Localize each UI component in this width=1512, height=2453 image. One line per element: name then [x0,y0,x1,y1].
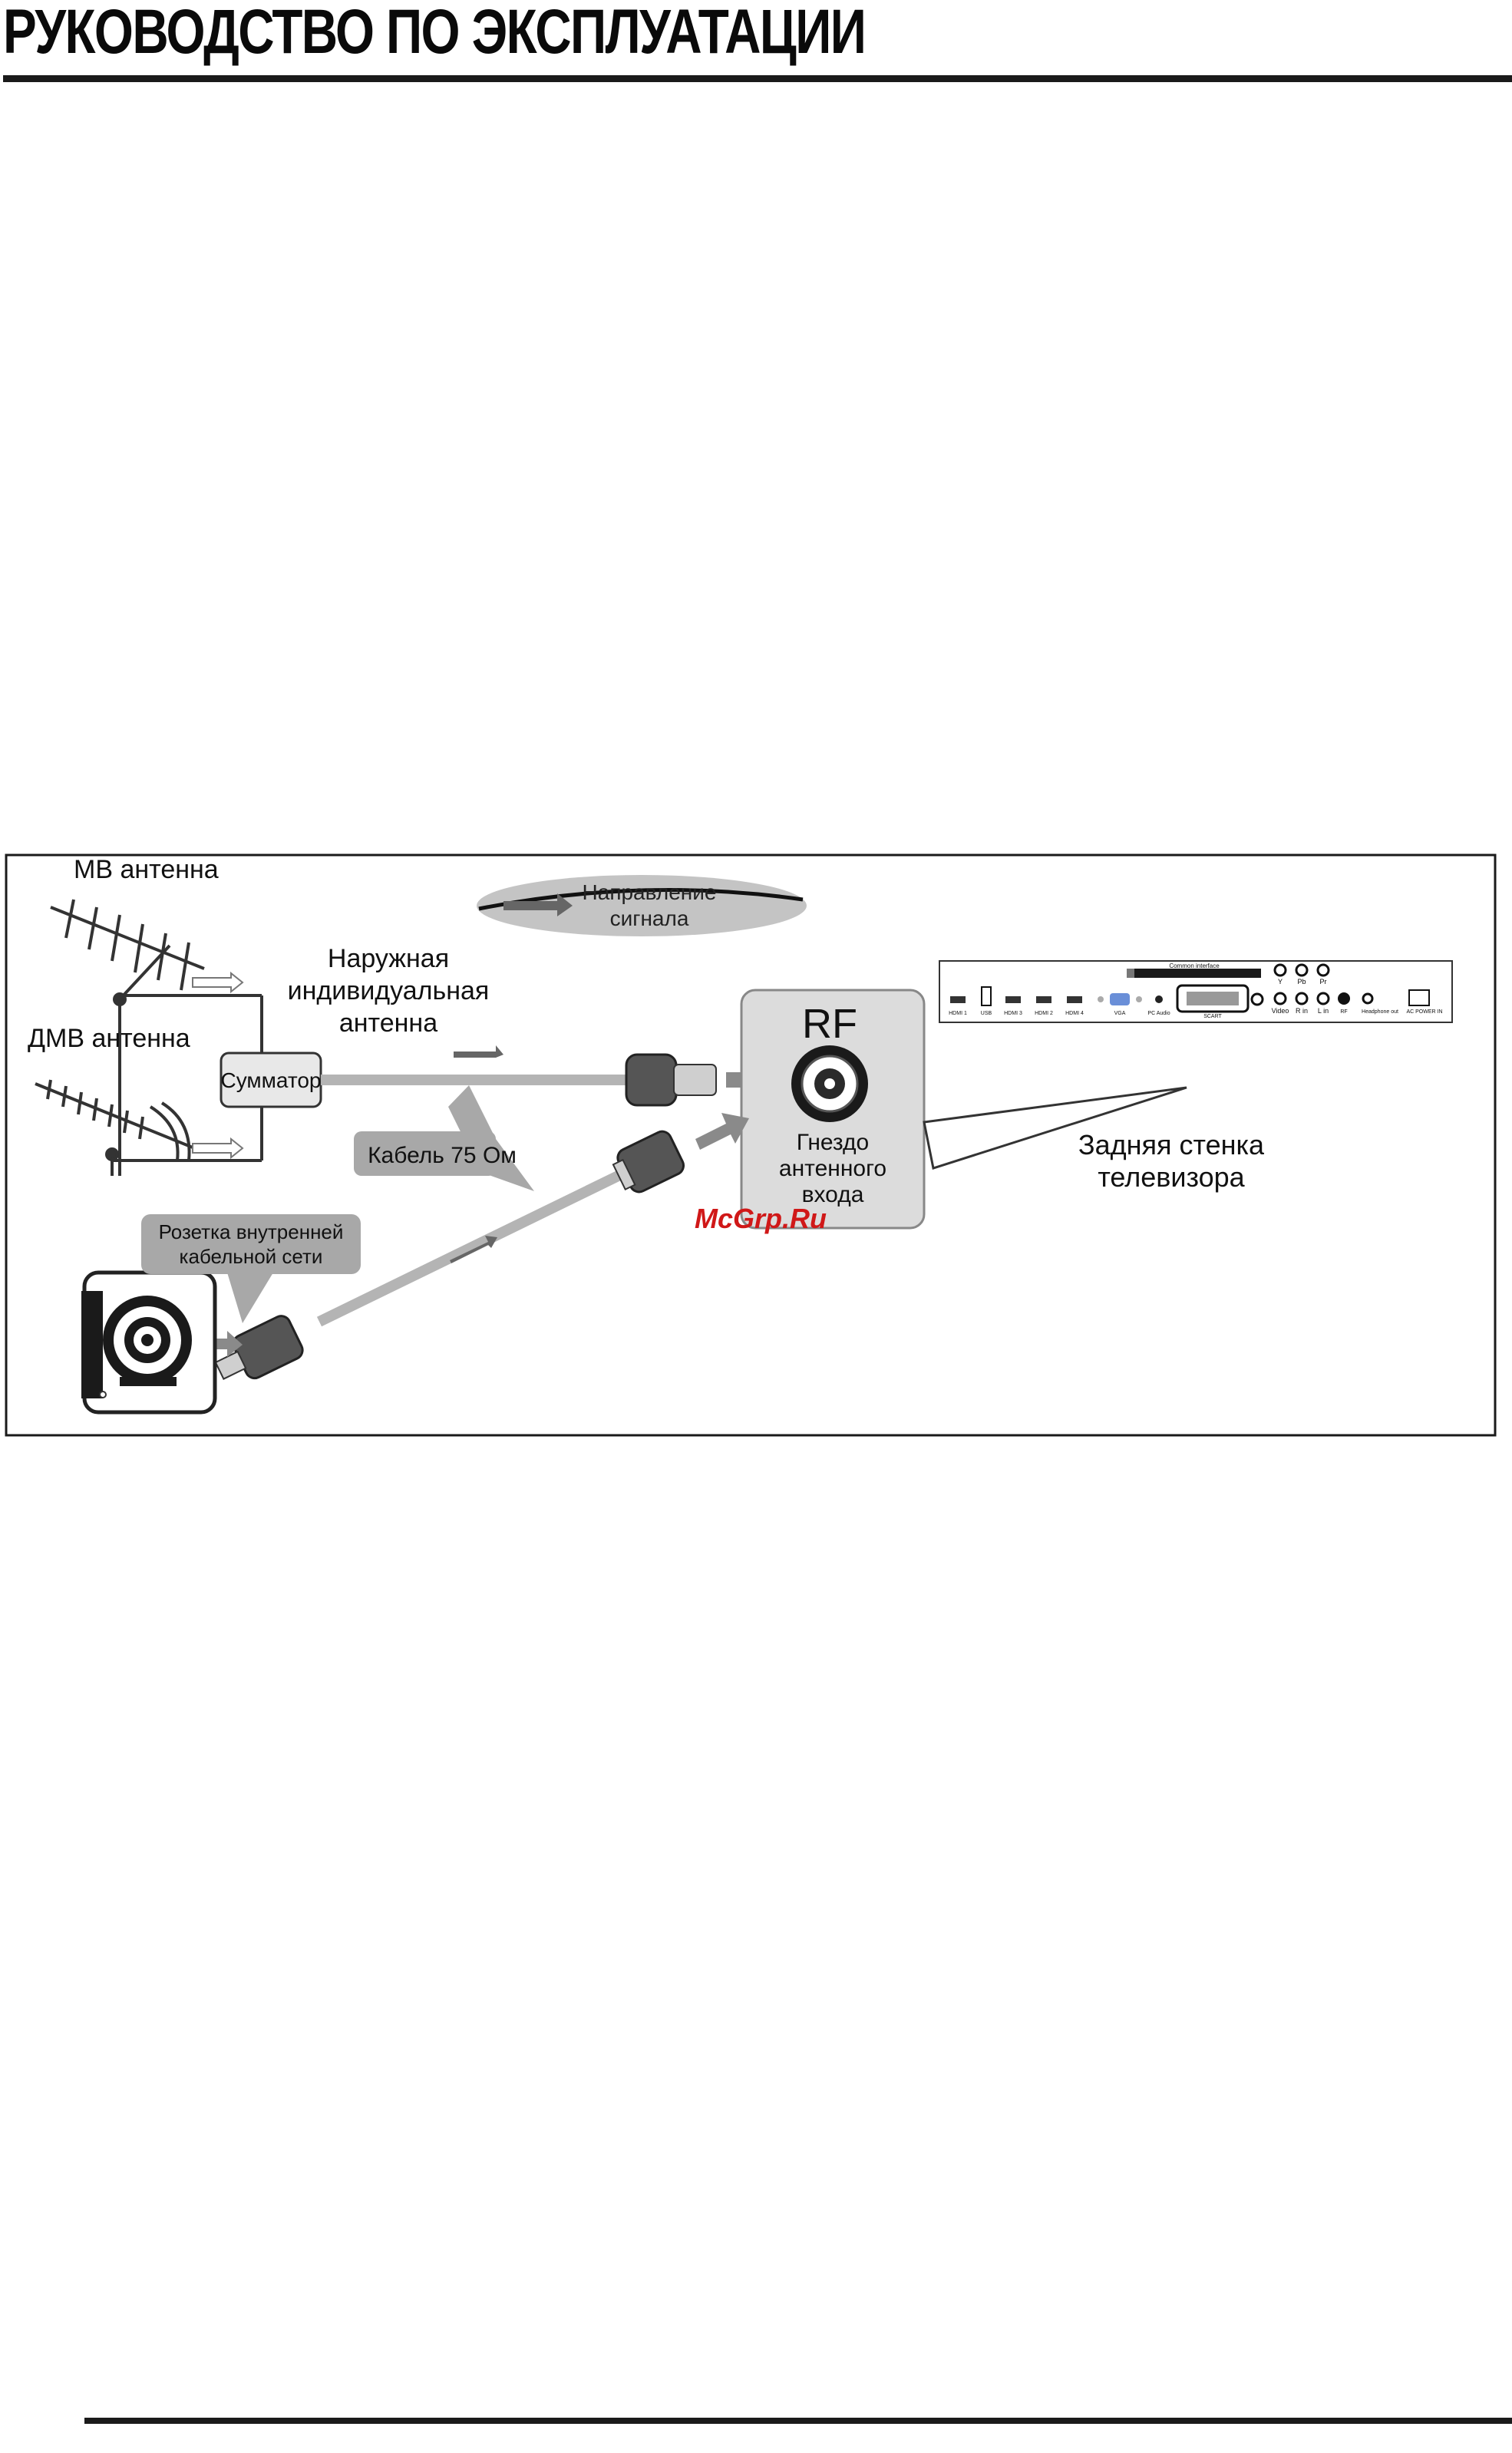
signal-direction-line2: сигнала [610,906,689,930]
port-headphone-label: Headphone out [1362,1009,1398,1015]
common-interface-label: Common interface [1169,962,1220,969]
port-scart-label: SCART [1203,1014,1222,1019]
socket-label-line3: входа [802,1182,864,1207]
dmv-antenna-label: ДМВ антенна [28,1024,190,1053]
cable-label-callout [354,1085,534,1191]
signal-direction-legend [477,875,807,936]
port-r-in-label: R in [1296,1007,1308,1015]
port-ac-power-label: AC POWER IN [1406,1009,1442,1015]
cable-arrow-icon [454,1045,503,1058]
back-panel-line1: Задняя стенка [1078,1129,1265,1160]
outdoor-antenna-line2: индивидуальная [288,976,490,1005]
port-hdmi3-label: HDMI 3 [1004,1011,1022,1016]
socket-label-line1: Гнездо [797,1130,869,1155]
diagram-svg: Сумматор Направление сигнала МВ антенна … [5,853,1497,1437]
socket-label-line2: антенного [779,1156,886,1181]
component-y-label: Y [1278,978,1283,985]
watermark: McGrp.Ru [695,1203,827,1234]
outlet-label-line2: кабельной сети [180,1245,323,1268]
port-hdmi2-label: HDMI 2 [1035,1011,1053,1016]
header-rule [3,75,1512,82]
antenna-cable [321,1075,628,1085]
plug-tip [673,1064,717,1096]
combiner-label: Сумматор [220,1068,321,1092]
outdoor-antenna-line1: Наружная [328,944,449,973]
small-arrow-icon [192,971,244,1160]
component-pr-label: Pr [1320,978,1327,985]
port-hdmi4-label: HDMI 4 [1065,1011,1084,1016]
cable-label: Кабель 75 Ом [368,1143,517,1168]
tv-rear-panel: Common interface Y Pb Pr [939,960,1453,1023]
wall-plug-icon [612,1130,685,1193]
mv-antenna-icon [50,899,262,1176]
port-video-label: Video [1272,1007,1289,1015]
port-hdmi1-label: HDMI 1 [949,1011,967,1016]
antenna-connection-diagram: Сумматор Направление сигнала МВ антенна … [5,853,1497,1437]
rf-socket-icon [791,1045,868,1122]
outlet-plug-icon [214,1315,304,1380]
outlet-label-callout [141,1214,361,1323]
dmv-antenna-icon [35,1079,262,1176]
mv-antenna-label: МВ антенна [74,855,219,884]
port-usb-label: USB [981,1011,992,1016]
port-vga-label: VGA [1114,1011,1126,1016]
wall-gray-arrow-icon [695,1113,749,1150]
port-l-in-label: L in [1318,1007,1329,1015]
signal-direction-line1: Направление [583,880,717,904]
footer-rule [84,2418,1512,2424]
page-header: РУКОВОДСТВО ПО ЭКСПЛУАТАЦИИ [0,0,1512,88]
outdoor-antenna-line3: антенна [339,1009,437,1038]
antenna-plug-icon [625,1053,678,1107]
back-panel-line2: телевизора [1098,1161,1245,1193]
wall-cable [316,1163,637,1327]
back-panel-callout [923,1086,1187,1170]
wall-outlet-icon [81,1270,217,1415]
outlet-label-line1: Розетка внутренней [159,1220,344,1243]
port-pc-audio-label: PC Audio [1147,1011,1170,1016]
page-title: РУКОВОДСТВО ПО ЭКСПЛУАТАЦИИ [3,0,867,67]
component-pb-label: Pb [1297,978,1306,985]
rf-label: RF [802,1001,857,1047]
port-rf-label: RF [1340,1009,1347,1015]
wall-cable-arrow-icon [450,1236,497,1263]
